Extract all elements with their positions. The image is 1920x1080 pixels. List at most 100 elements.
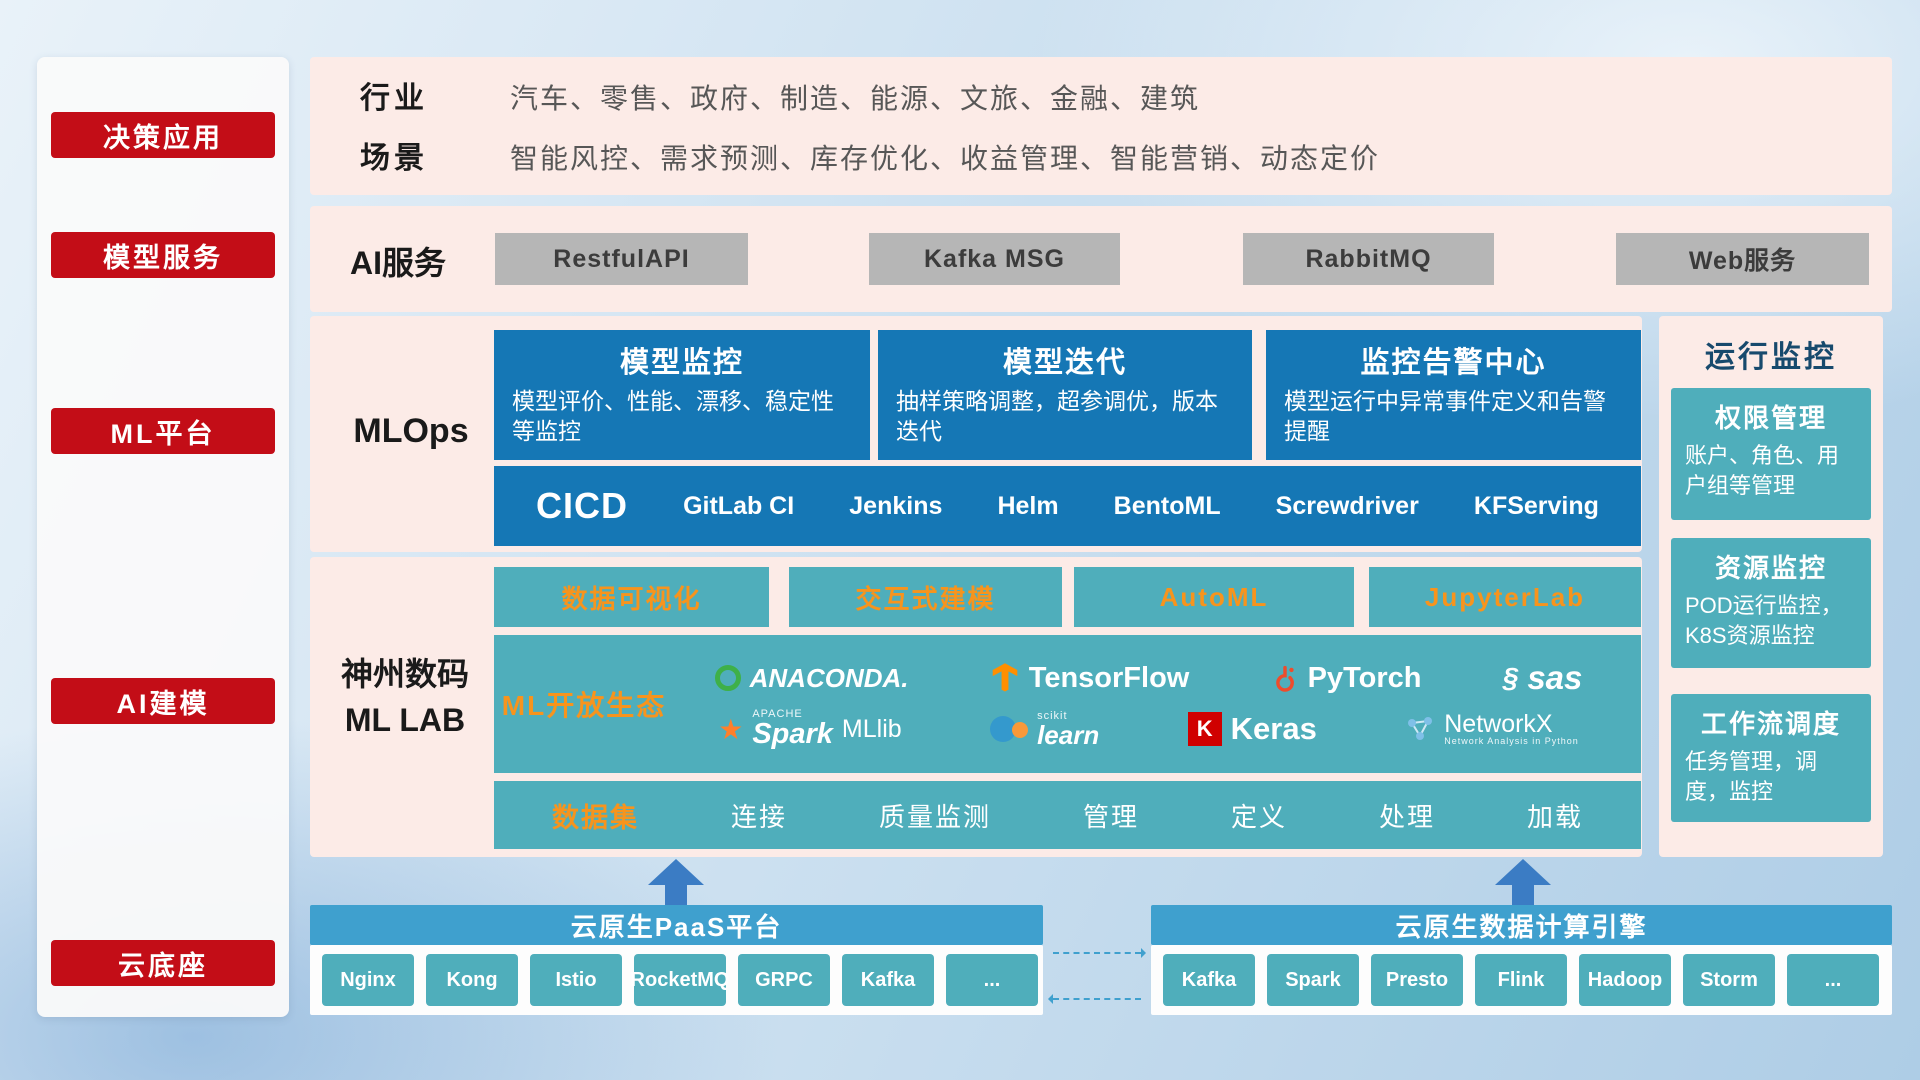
card-title: 权限管理 — [1714, 403, 1827, 433]
card-title: 资源监控 — [1714, 553, 1827, 583]
industry-label: 行业 — [360, 82, 428, 115]
spark-top-text: APACHE — [752, 708, 803, 720]
cicd-screwdriver: Screwdriver — [1275, 491, 1419, 520]
up-arrow-right — [1495, 859, 1551, 905]
keras-logo: K Keras — [1187, 711, 1317, 747]
sas-logo: § sas — [1503, 659, 1583, 697]
service-web: Web服务 — [1616, 233, 1869, 285]
scene-label: 场景 — [360, 142, 428, 175]
scikit-top-text: scikit — [1037, 709, 1068, 722]
pytorch-logo: PyTorch — [1271, 661, 1422, 695]
paas-item-istio: Istio — [530, 954, 622, 1006]
engine-item-presto: Presto — [1371, 954, 1463, 1006]
scikit-learn-logo: scikit learn — [990, 709, 1100, 750]
column-run-monitoring: 运行监控 权限管理 账户、角色、用户组等管理 资源监控 POD运行监控，K8S资… — [1659, 316, 1883, 857]
spark-logo: ★ APACHE Spark MLlib — [718, 709, 901, 749]
sidebar-item-ai-modeling: AI建模 — [51, 678, 275, 724]
spark-text: Spark — [752, 718, 833, 750]
ai-service-label: AI服务 — [350, 245, 447, 281]
sidebar-item-model-service: 模型服务 — [51, 232, 275, 278]
layer-sidebar: 决策应用 模型服务 ML平台 AI建模 云底座 — [37, 57, 289, 1017]
tensorflow-icon — [992, 663, 1018, 692]
band-ml-lab: 神州数码 ML LAB 数据可视化 交互式建模 AutoML JupyterLa… — [310, 557, 1642, 857]
anaconda-logo: ANACONDA. — [714, 662, 909, 694]
paas-item-nginx: Nginx — [322, 954, 414, 1006]
card-desc: 任务管理，调度，监控 — [1685, 749, 1818, 804]
cicd-jenkins: Jenkins — [849, 491, 943, 520]
pytorch-text: PyTorch — [1307, 661, 1422, 694]
pytorch-icon — [1275, 665, 1294, 692]
tab-automl: AutoML — [1074, 567, 1354, 627]
engine-item-hadoop: Hadoop — [1579, 954, 1671, 1006]
band-mlops: MLOps 模型监控 模型评价、性能、漂移、稳定性等监控 模型迭代 抽样策略调整… — [310, 316, 1642, 552]
ecosystem-label: ML开放生态 — [501, 690, 667, 721]
service-rabbitmq: RabbitMQ — [1243, 233, 1494, 285]
up-arrow-left — [648, 859, 704, 905]
sas-text: sas — [1527, 659, 1583, 696]
scikit-text: learn — [1037, 719, 1100, 750]
service-restfulapi: RestfulAPI — [495, 233, 748, 285]
dataset-label: 数据集 — [552, 802, 639, 833]
card-desc: POD运行监控，K8S资源监控 — [1685, 593, 1843, 648]
networkx-subtitle: Network Analysis in Python — [1444, 736, 1579, 746]
sidebar-item-ml-platform: ML平台 — [51, 408, 275, 454]
anaconda-text: ANACONDA. — [749, 662, 909, 693]
anaconda-icon — [714, 665, 741, 691]
dataset-op-connect: 连接 — [730, 801, 787, 832]
ml-open-ecosystem: ML开放生态 ANACONDA. TensorFlow PyTorch — [494, 635, 1641, 773]
card-model-monitoring: 模型监控 模型评价、性能、漂移、稳定性等监控 — [494, 330, 870, 460]
ecosystem-logos: ANACONDA. TensorFlow PyTorch § sas — [674, 659, 1641, 749]
scene-list: 智能风控、需求预测、库存优化、收益管理、智能营销、动态定价 — [510, 143, 1381, 174]
paas-strip: Nginx Kong Istio RocketMQ GRPC Kafka ... — [310, 945, 1043, 1015]
engine-item-spark: Spark — [1267, 954, 1359, 1006]
paas-item-more: ... — [946, 954, 1038, 1006]
card-title: 模型监控 — [619, 347, 744, 379]
card-title: 监控告警中心 — [1360, 347, 1547, 379]
engine-item-more: ... — [1787, 954, 1879, 1006]
networkx-logo: NetworkX Network Analysis in Python — [1405, 712, 1579, 746]
keras-text: Keras — [1230, 711, 1317, 746]
card-model-iteration: 模型迭代 抽样策略调整，超参调优，版本迭代 — [878, 330, 1252, 460]
ml-lab-label-line2: ML LAB — [344, 702, 466, 739]
dataset-op-load: 加载 — [1526, 801, 1583, 832]
cicd-title: CICD — [536, 485, 628, 526]
card-desc: 账户、角色、用户组等管理 — [1685, 443, 1840, 498]
dashed-arrow-right — [1053, 948, 1146, 958]
cicd-helm: Helm — [997, 491, 1059, 520]
engine-item-flink: Flink — [1475, 954, 1567, 1006]
card-desc: 模型评价、性能、漂移、稳定性等监控 — [512, 388, 834, 445]
data-engine-header: 云原生数据计算引擎 — [1151, 905, 1892, 945]
dataset-op-process: 处理 — [1378, 801, 1435, 832]
paas-item-rocketmq: RocketMQ — [631, 954, 729, 1006]
dataset-op-quality: 质量监测 — [878, 801, 991, 832]
cicd-bar: CICD GitLab CI Jenkins Helm BentoML Scre… — [494, 466, 1641, 546]
industry-list: 汽车、零售、政府、制造、能源、文旅、金融、建筑 — [510, 83, 1201, 114]
card-resource-monitoring: 资源监控 POD运行监控，K8S资源监控 — [1671, 538, 1871, 668]
run-monitoring-title: 运行监控 — [1705, 341, 1837, 374]
scikit-learn-icon — [990, 715, 1029, 743]
mlops-label: MLOps — [353, 412, 469, 450]
card-permission-management: 权限管理 账户、角色、用户组等管理 — [1671, 388, 1871, 520]
card-alert-center: 监控告警中心 模型运行中异常事件定义和告警提醒 — [1266, 330, 1641, 460]
spark-mllib-text: MLlib — [841, 714, 902, 743]
ml-lab-label-line1: 神州数码 — [340, 656, 469, 692]
tab-data-visualization: 数据可视化 — [494, 567, 769, 627]
sas-icon: § — [1502, 662, 1519, 693]
networkx-icon — [1408, 717, 1433, 740]
cicd-gitlab-ci: GitLab CI — [683, 491, 795, 520]
keras-icon: K — [1187, 712, 1222, 746]
band-industry-scene: 行业 汽车、零售、政府、制造、能源、文旅、金融、建筑 场景 智能风控、需求预测、… — [310, 57, 1892, 195]
cicd-bentoml: BentoML — [1113, 491, 1221, 520]
dataset-op-define: 定义 — [1230, 801, 1287, 832]
card-desc: 抽样策略调整，超参调优，版本迭代 — [896, 388, 1218, 445]
card-workflow-scheduling: 工作流调度 任务管理，调度，监控 — [1671, 694, 1871, 822]
paas-item-grpc: GRPC — [738, 954, 830, 1006]
paas-header: 云原生PaaS平台 — [310, 905, 1043, 945]
data-engine-strip: Kafka Spark Presto Flink Hadoop Storm ..… — [1151, 945, 1892, 1015]
networkx-text: NetworkX — [1444, 710, 1553, 738]
card-desc: 模型运行中异常事件定义和告警提醒 — [1284, 388, 1606, 445]
sidebar-item-decision-apps: 决策应用 — [51, 112, 275, 158]
ml-lab-label: 神州数码 ML LAB — [320, 651, 490, 744]
dataset-row: 数据集 连接 质量监测 管理 定义 处理 加载 — [494, 781, 1641, 849]
paas-item-kafka: Kafka — [842, 954, 934, 1006]
